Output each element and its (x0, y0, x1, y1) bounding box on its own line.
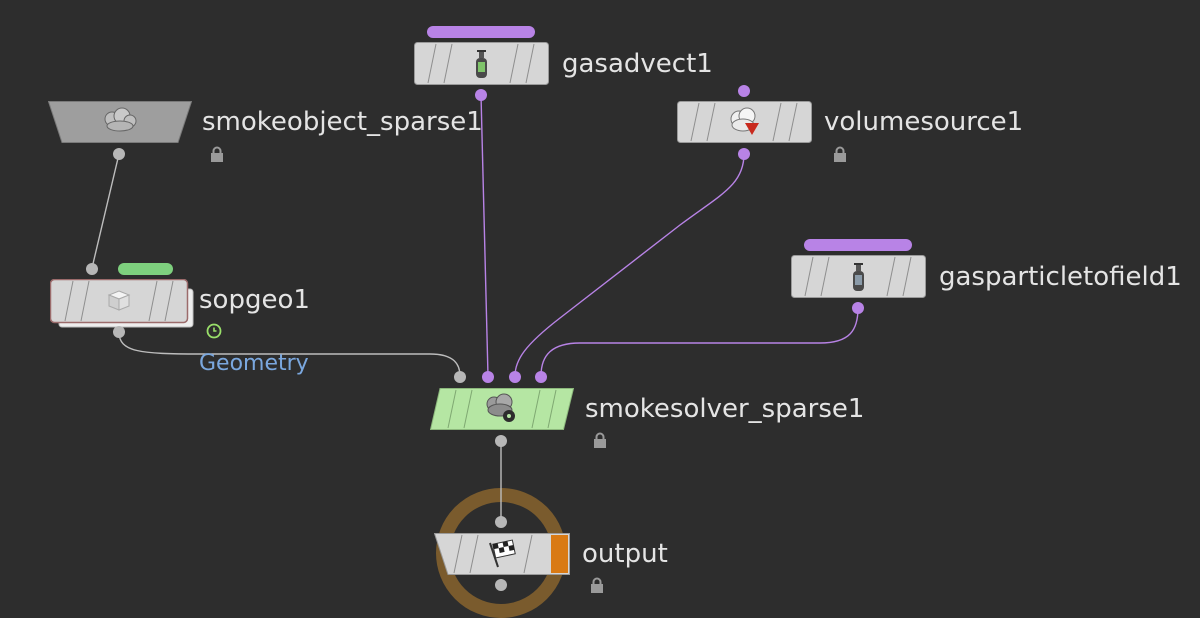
input-connector[interactable] (535, 371, 547, 383)
smoke-cloud-icon (104, 107, 137, 132)
lock-icon[interactable] (209, 146, 225, 162)
output-connector[interactable] (113, 326, 125, 338)
wire-gasparticle-to-smokesolver[interactable] (540, 307, 859, 377)
node-body (47, 101, 193, 143)
cube-icon (107, 290, 131, 311)
clock-icon (206, 323, 222, 339)
node-name-smokesolver[interactable]: smokesolver_sparse1 (585, 394, 865, 424)
node-name-smokeobject[interactable]: smokeobject_sparse1 (202, 107, 483, 137)
node-smokeobject[interactable] (47, 101, 193, 143)
node-name-gasadvect[interactable]: gasadvect1 (562, 49, 713, 79)
output-connector[interactable] (475, 89, 487, 101)
display-flag[interactable] (551, 535, 568, 573)
node-gasparticle[interactable] (791, 255, 926, 298)
input-connector[interactable] (495, 516, 507, 528)
node-body (677, 101, 812, 143)
lock-icon[interactable] (832, 146, 848, 162)
node-body (433, 533, 570, 575)
output-connector[interactable] (495, 579, 507, 591)
node-gasadvect[interactable] (414, 42, 549, 85)
node-name-gasparticle[interactable]: gasparticletofield1 (939, 262, 1182, 292)
node-volumesource[interactable] (677, 101, 812, 143)
smoke-solver-icon (486, 393, 515, 422)
gas-cylinder-icon (853, 263, 864, 291)
node-output[interactable] (433, 533, 570, 575)
wire-gasadvect-to-smokesolver[interactable] (480, 94, 489, 377)
display-flag-bar[interactable] (118, 263, 173, 275)
lock-icon[interactable] (592, 432, 608, 448)
volume-source-icon (730, 107, 759, 135)
lock-icon[interactable] (589, 577, 605, 593)
gas-cylinder-icon (476, 50, 487, 78)
output-connector[interactable] (738, 148, 750, 160)
wire-sopgeo-to-smokesolver[interactable] (118, 331, 461, 377)
node-body (414, 42, 549, 85)
bypass-flag-bar[interactable] (427, 26, 535, 38)
node-body (49, 278, 194, 328)
wire-volumesource-to-smokesolver[interactable] (514, 153, 745, 377)
output-connector[interactable] (113, 148, 125, 160)
checkered-flag-icon (489, 539, 516, 568)
wire-smokeobject-to-sopgeo[interactable] (91, 153, 120, 269)
node-name-sopgeo[interactable]: sopgeo1 (199, 285, 310, 315)
input-connector[interactable] (738, 85, 750, 97)
node-sopgeo[interactable] (49, 278, 194, 329)
output-label-geometry: Geometry (199, 351, 309, 376)
node-name-output[interactable]: output (582, 539, 668, 569)
input-connector[interactable] (482, 371, 494, 383)
output-connector[interactable] (495, 435, 507, 447)
output-connector[interactable] (852, 302, 864, 314)
node-name-volumesource[interactable]: volumesource1 (824, 107, 1024, 137)
input-connector[interactable] (509, 371, 521, 383)
bypass-flag-bar[interactable] (804, 239, 912, 251)
node-body (429, 388, 575, 430)
input-connector[interactable] (454, 371, 466, 383)
node-smokesolver[interactable] (429, 388, 575, 430)
node-body (791, 255, 926, 298)
input-connector[interactable] (86, 263, 98, 275)
